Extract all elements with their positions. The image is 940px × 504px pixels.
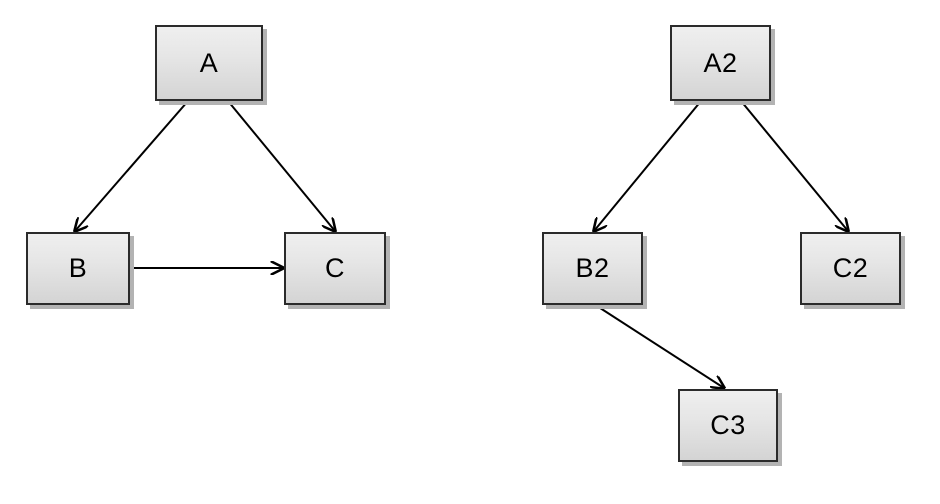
edge-b2-to-c3 xyxy=(596,305,724,388)
node-b2[interactable]: B2 xyxy=(542,232,643,305)
node-c3[interactable]: C3 xyxy=(678,389,778,462)
node-c[interactable]: C xyxy=(284,232,386,305)
node-b[interactable]: B xyxy=(26,232,130,305)
edge-a2-to-c2 xyxy=(740,100,848,231)
node-a-label: A xyxy=(199,47,219,78)
node-b2-label: B2 xyxy=(575,253,610,283)
node-c2[interactable]: C2 xyxy=(800,232,901,305)
node-c2-label: C2 xyxy=(832,253,869,283)
node-b-label: B xyxy=(68,253,88,283)
node-c3-label: C3 xyxy=(710,410,746,440)
node-a[interactable]: A xyxy=(155,25,263,101)
edge-a2-to-b2 xyxy=(594,100,702,231)
edge-a-to-c xyxy=(227,100,335,231)
node-a2[interactable]: A2 xyxy=(670,25,771,101)
node-a2-label: A2 xyxy=(703,47,738,78)
node-c-label: C xyxy=(325,253,345,283)
edge-a-to-b xyxy=(75,100,189,231)
